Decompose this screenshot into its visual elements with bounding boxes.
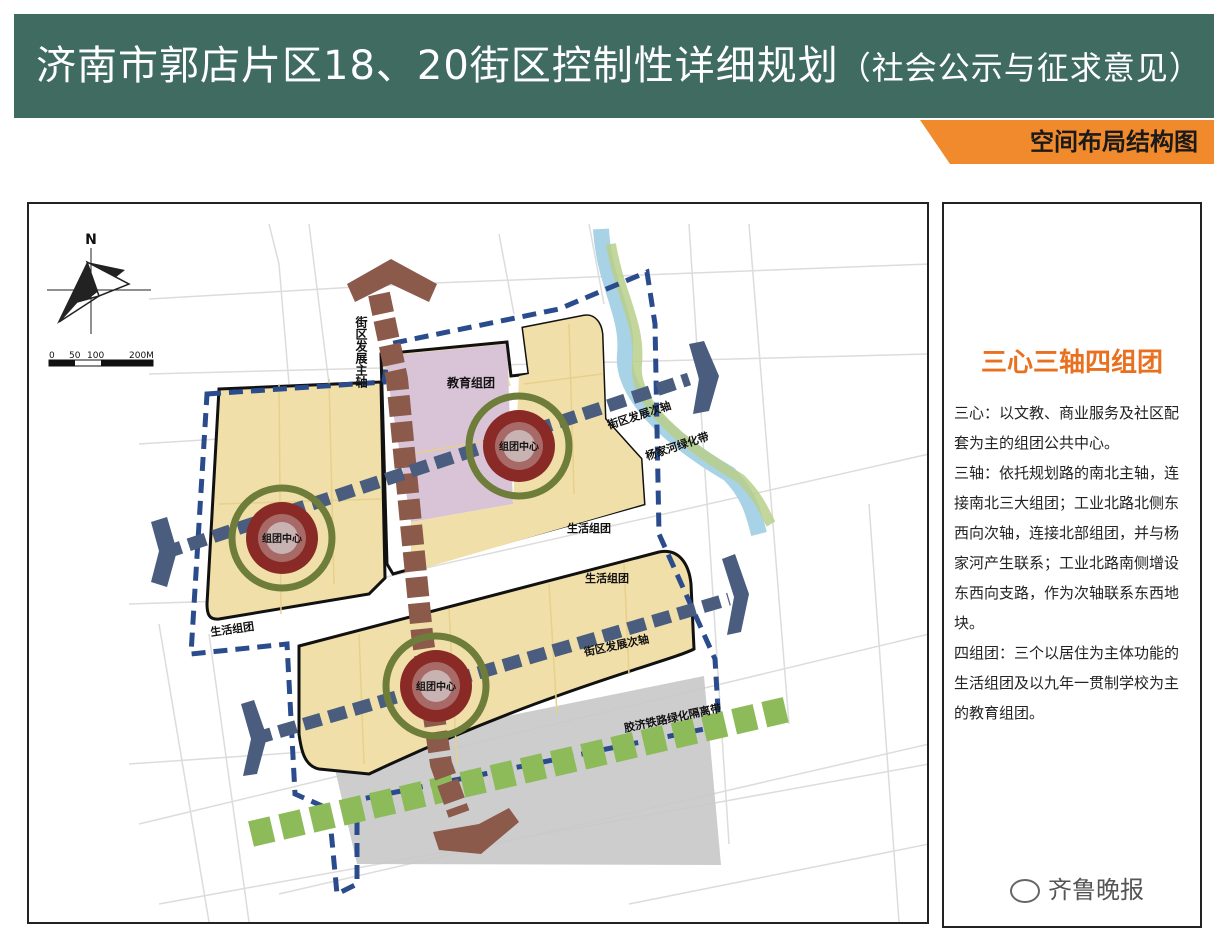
section-tab-shape bbox=[920, 120, 1214, 164]
side-panel: 三心三轴四组团 三心：以文教、商业服务及社区配套为主的组团公共中心。 三轴：依托… bbox=[942, 202, 1202, 928]
block-west bbox=[205, 380, 387, 621]
label-life-group-2: 生活组团 bbox=[585, 571, 629, 585]
label-center-west: 组团中心 bbox=[262, 532, 302, 545]
north-label: N bbox=[85, 232, 97, 248]
yangjia-river bbox=[593, 228, 767, 536]
scale-label-200: 200M bbox=[129, 351, 154, 361]
label-center-south: 组团中心 bbox=[416, 680, 456, 693]
page-title: 济南市郭店片区18、20街区控制性详细规划（社会公示与征求意见） bbox=[36, 43, 1202, 89]
scale-label-100: 100 bbox=[87, 351, 104, 361]
secondary-axis-south bbox=[252, 592, 731, 746]
section-tab-label: 空间布局结构图 bbox=[1030, 128, 1198, 156]
main-axis bbox=[368, 291, 470, 818]
label-main-axis: 街区发展主轴 bbox=[354, 315, 368, 389]
scale-bar bbox=[48, 359, 154, 367]
center-west bbox=[228, 484, 336, 592]
center-south bbox=[382, 632, 490, 740]
wechat-icon bbox=[1010, 879, 1040, 903]
secondary-axis-southwest-arrow bbox=[241, 700, 267, 776]
green-belt-strip bbox=[248, 696, 792, 847]
side-title: 三心三轴四组团 bbox=[980, 348, 1163, 378]
side-description: 三心：以文教、商业服务及社区配套为主的组团公共中心。 三轴：依托规划路的南北主轴… bbox=[954, 398, 1192, 728]
north-arrow-icon bbox=[47, 248, 151, 334]
center-north bbox=[465, 392, 573, 500]
map-panel: N 0 50 100 200M 街区发展主轴 教育组团 街区发展次轴 杨家河绿化… bbox=[27, 202, 929, 924]
label-life-group-3: 生活组团 bbox=[209, 619, 255, 639]
secondary-axis-east-arrow bbox=[689, 341, 719, 414]
section-tab: 空间布局结构图 bbox=[920, 120, 1214, 164]
main-axis-arrow-north bbox=[347, 259, 437, 302]
main-axis-arrow-south bbox=[433, 808, 519, 854]
side-paragraph-1: 三心：以文教、商业服务及社区配套为主的组团公共中心。 bbox=[954, 404, 1180, 452]
secondary-axis-southeast-arrow bbox=[722, 554, 749, 635]
label-edu-group: 教育组团 bbox=[446, 375, 495, 390]
label-center-north: 组团中心 bbox=[499, 440, 539, 453]
watermark: 齐鲁晚报 bbox=[1010, 870, 1144, 905]
header-banner: 济南市郭店片区18、20街区控制性详细规划（社会公示与征求意见） bbox=[14, 14, 1214, 118]
scale-label-50: 50 bbox=[69, 351, 81, 361]
secondary-axis-west-arrow bbox=[151, 517, 177, 587]
plan-map: N 0 50 100 200M 街区发展主轴 教育组团 街区发展次轴 杨家河绿化… bbox=[47, 223, 927, 922]
side-paragraph-2: 三轴：依托规划路的南北主轴，连接南北三大组团；工业北路北侧东西向次轴，连接北部组… bbox=[954, 464, 1180, 632]
side-paragraph-3: 四组团：三个以居住为主体功能的生活组团及以九年一贯制学校为主的教育组团。 bbox=[954, 644, 1180, 722]
scale-label-0: 0 bbox=[49, 351, 55, 361]
label-life-group-1: 生活组团 bbox=[567, 521, 611, 535]
page-subtitle: （社会公示与征求意见） bbox=[838, 49, 1202, 87]
watermark-text: 齐鲁晚报 bbox=[1048, 876, 1144, 904]
